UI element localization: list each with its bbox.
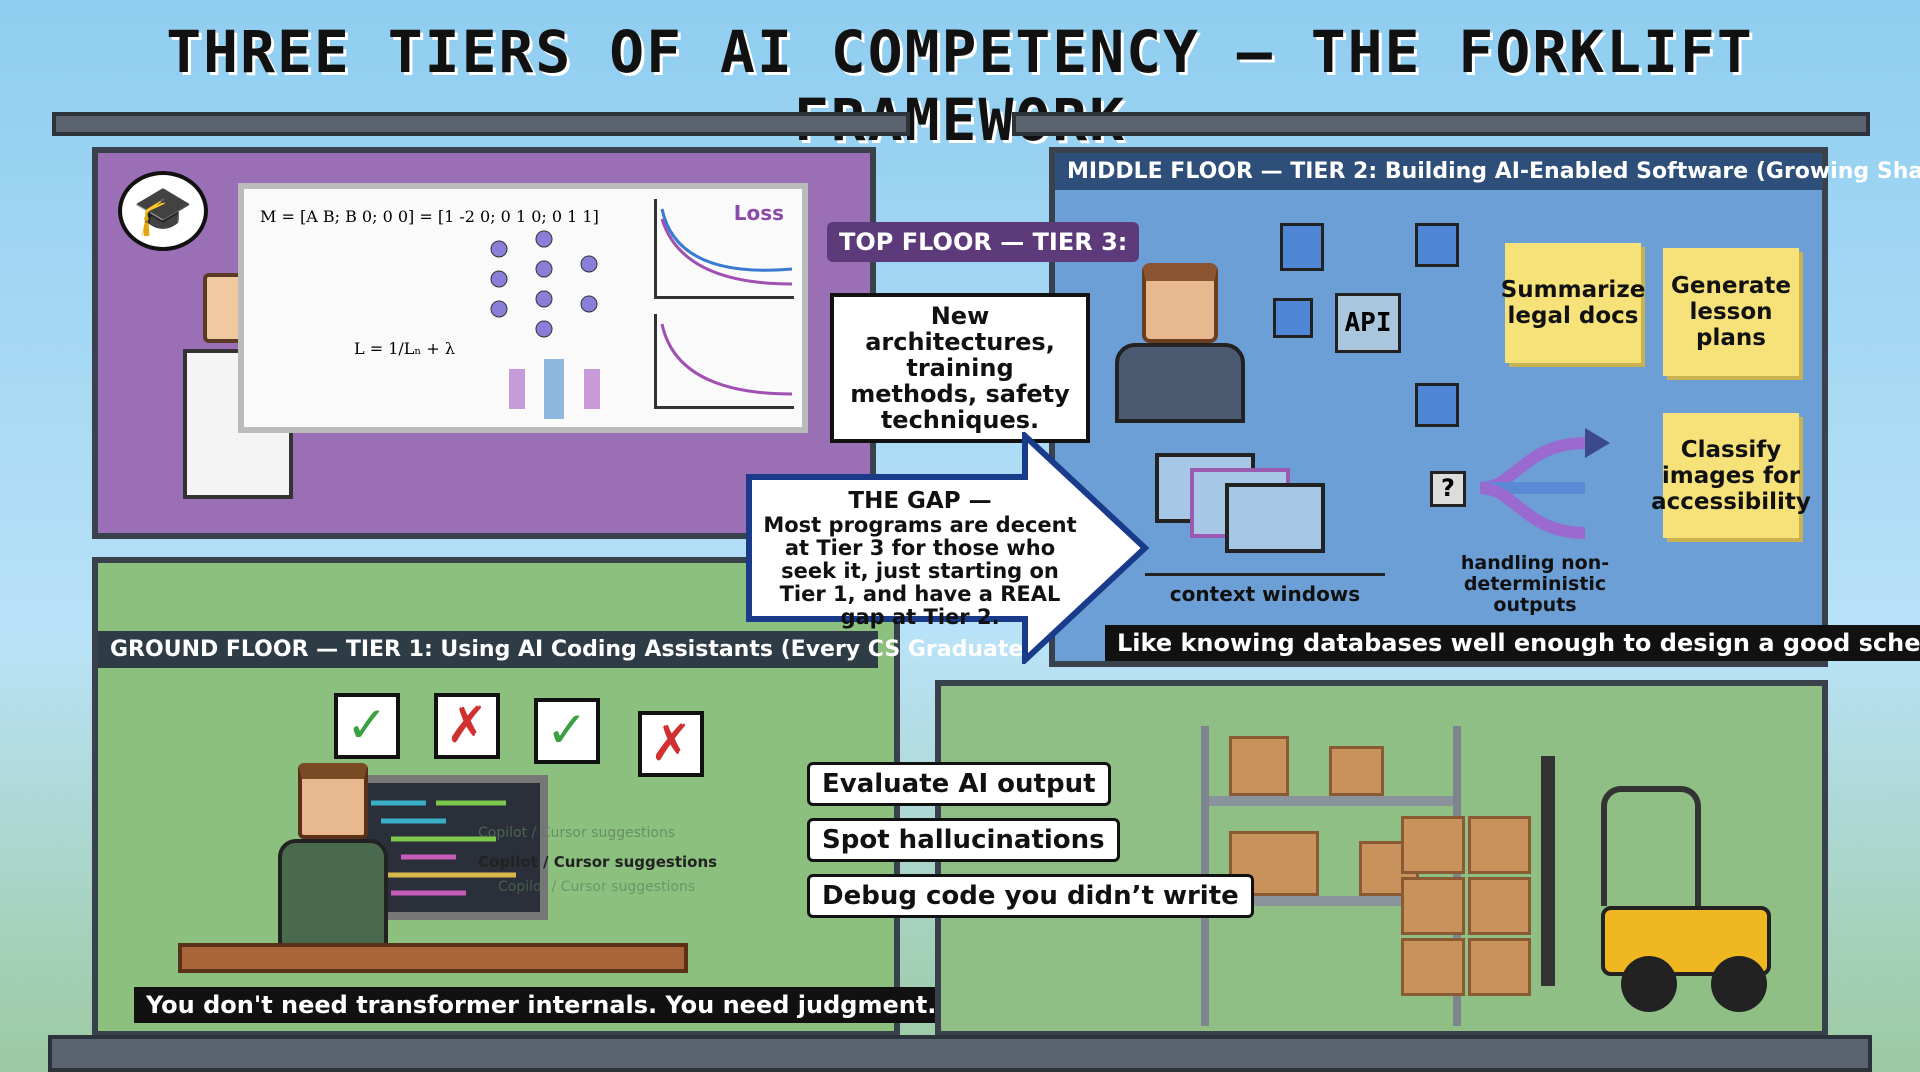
ground-floor-caption: You don't need transformer internals. Yo… — [134, 987, 949, 1023]
checkmark-icon: ✓ — [334, 693, 400, 759]
service-block-icon — [1415, 383, 1459, 427]
middle-floor-label: MIDDLE FLOOR — TIER 2: Building AI-Enabl… — [1055, 153, 1920, 190]
database-icon — [1280, 223, 1324, 271]
loss-chart: Loss — [654, 199, 794, 299]
desk — [178, 943, 688, 973]
skills-list: Evaluate AI output Spot hallucinations D… — [807, 762, 1254, 918]
gap-arrow — [746, 432, 1150, 664]
middle-floor-room: MIDDLE FLOOR — TIER 2: Building AI-Enabl… — [1049, 147, 1920, 667]
top-floor-room: 🎓 M = [A B; B 0; 0 0] = [1 -2 0; 0 1 0; … — [92, 147, 876, 539]
whiteboard: M = [A B; B 0; 0 0] = [1 -2 0; 0 1 0; 0 … — [238, 183, 808, 433]
skill-item: Debug code you didn’t write — [807, 874, 1254, 918]
faded-suggestion: Copilot / Cursor suggestions — [478, 825, 676, 841]
checkmark-icon: ✓ — [534, 698, 600, 764]
copilot-suggestion-label: Copilot / Cursor suggestions — [478, 853, 718, 871]
floor-slab — [48, 1035, 1872, 1072]
crate-stack — [1401, 816, 1531, 996]
x-mark-icon: ✗ — [638, 711, 704, 777]
left-roof — [52, 112, 910, 136]
x-mark-icon: ✗ — [434, 693, 500, 759]
middle-floor-caption: Like knowing databases well enough to de… — [1105, 625, 1920, 661]
developer-character — [1115, 263, 1245, 433]
branching-arrows-icon — [1479, 428, 1610, 539]
question-mark-icon: ? — [1430, 471, 1466, 507]
gap-title: THE GAP — — [848, 488, 992, 514]
graduation-cap-icon: 🎓 — [118, 171, 208, 251]
context-windows-icon — [1155, 453, 1375, 563]
sticky-note: Generate lesson plans — [1663, 248, 1799, 376]
right-roof — [1012, 112, 1870, 136]
top-floor-description: New architectures, training methods, saf… — [830, 293, 1090, 443]
gap-description: Most programs are decent at Tier 3 for t… — [763, 513, 1077, 629]
forklift — [1541, 756, 1781, 1016]
context-windows-label: context windows — [1145, 573, 1385, 606]
loss-formula: L = 1/Lₙ + λ — [354, 339, 456, 358]
sticky-note: Classify images for accessibility — [1651, 413, 1811, 538]
nondeterministic-label: handling non-deterministic outputs — [1460, 552, 1610, 616]
service-block-icon — [1415, 223, 1459, 267]
matrix-formula: M = [A B; B 0; 0 0] = [1 -2 0; 0 1 0; 0 … — [260, 207, 599, 226]
ground-floor-label: GROUND FLOOR — TIER 1: Using AI Coding A… — [98, 631, 1033, 668]
neural-network-diagram — [490, 230, 600, 419]
api-node: API — [1335, 293, 1401, 353]
second-chart — [654, 314, 794, 409]
ground-floor-room: GROUND FLOOR — TIER 1: Using AI Coding A… — [92, 557, 1033, 1037]
gap-text-block: THE GAP — Most programs are decent at Ti… — [760, 488, 1080, 629]
loss-label: Loss — [733, 201, 784, 225]
sticky-note: Summarize legal docs — [1501, 243, 1645, 363]
faded-suggestion: Copilot / Cursor suggestions — [498, 879, 696, 895]
skill-item: Evaluate AI output — [807, 762, 1111, 806]
block-icon — [1273, 298, 1313, 338]
skill-item: Spot hallucinations — [807, 818, 1120, 862]
top-floor-label: TOP FLOOR — TIER 3: — [827, 222, 1140, 262]
